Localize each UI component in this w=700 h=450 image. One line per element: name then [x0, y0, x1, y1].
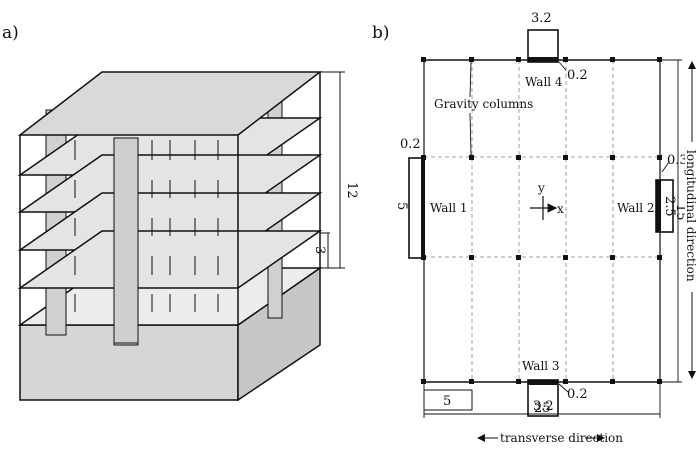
axis-y-label: y: [537, 181, 545, 195]
plan-width-label: 25: [534, 401, 551, 416]
plan-width-dimension: [423, 384, 661, 418]
core-wall-front: [113, 137, 139, 344]
left-wall-length-label: 5: [394, 202, 409, 210]
bottom-wall-thickness-leader: [558, 383, 569, 393]
axis-x-label: x: [557, 202, 564, 216]
storey-dimension: [320, 232, 330, 269]
gravity-column-ticks: [74, 140, 219, 312]
longitudinal-label-bg: [685, 142, 700, 292]
wall-1-label: Wall 1: [430, 201, 468, 215]
panel-a-label: a): [2, 23, 19, 43]
gravity-columns-leaders: [469, 61, 472, 156]
axes-symbol: [530, 196, 558, 220]
longitudinal-direction-label: longitudinal direction: [684, 150, 698, 282]
wall-1: [421, 158, 425, 258]
panel-b-plan: b) Wall 4 Wa: [372, 11, 700, 445]
plan-depth-label: 15: [673, 204, 688, 221]
bay-width-label: 5: [443, 394, 451, 409]
height-dimension: [320, 71, 345, 269]
wall-2-label: Wall 2: [617, 201, 655, 215]
wall-4-label: Wall 4: [525, 75, 563, 89]
top-wall-thickness-label: 0.2: [567, 68, 588, 83]
wall-4: [528, 57, 558, 62]
wall-3-outline: [527, 379, 559, 417]
top-wall-thickness-leader: [558, 61, 567, 71]
left-wall-thickness-label: 0.2: [400, 137, 421, 152]
plan-depth-dimension: [662, 59, 682, 383]
gravity-columns-label: Gravity columns: [434, 97, 533, 111]
right-wall-thickness-label: 0.3: [667, 153, 688, 168]
right-wall-thickness-leader: [661, 161, 670, 173]
wall-3-label: Wall 3: [522, 359, 560, 373]
panel-b-label: b): [372, 23, 390, 43]
wall-2: [656, 180, 661, 232]
panel-a-building: a): [2, 23, 359, 402]
bottom-wall-thickness-label: 0.2: [567, 387, 588, 402]
storey-height-label: 3: [312, 246, 327, 254]
top-wall-width-label: 3.2: [531, 11, 552, 26]
total-height-label: 12: [344, 182, 359, 199]
wall-3: [528, 380, 558, 385]
plan-grid: [424, 60, 660, 382]
right-wall-length-label: 2.5: [662, 196, 677, 217]
bottom-wall-width-label: 3.2: [533, 399, 554, 414]
transverse-direction-label: transverse direction: [500, 431, 623, 445]
